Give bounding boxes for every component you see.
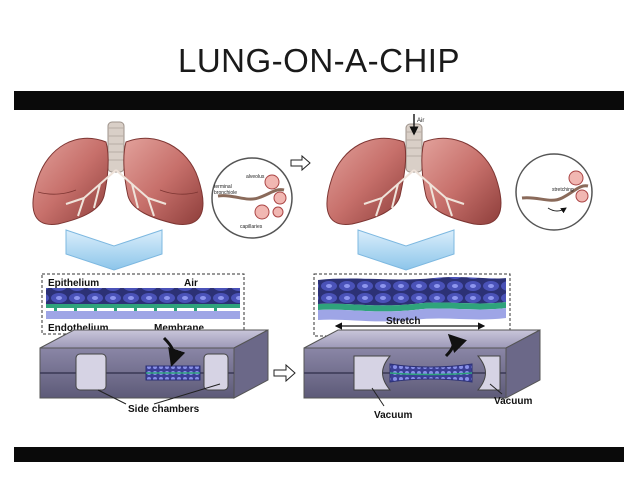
trachea [107,121,125,173]
air-label: Air [184,278,198,289]
alveolus-inset: alveolus terminal bronchiole capillaries [211,157,293,239]
capillaries-label: capillaries [240,224,263,230]
bronchial-tree-2 [363,169,465,217]
epithelium-label: Epithelium [48,278,99,289]
top-black-bar [14,91,624,110]
arrow-right-icon [273,363,296,383]
stretching-inset: stretching [515,153,593,231]
stretching-label: stretching [552,187,574,193]
vacuum-left-label: Vacuum [374,410,412,421]
zoom-arrow-icon-2 [444,333,467,358]
vacuum-right-label: Vacuum [494,396,532,407]
endothelium-label: Endothelium [48,323,109,334]
left-chip-device [39,329,269,399]
lung-on-a-chip-figure: alveolus terminal bronchiole capillaries… [32,114,593,421]
right-lung-lobe-2 [326,137,407,225]
slide-title: LUNG-ON-A-CHIP [177,42,460,79]
left-lungs-illustration [32,121,204,225]
bottom-black-bar [14,447,624,462]
transition-arrow-icon [290,154,311,172]
left-lung-lobe-2 [421,137,502,225]
stretch-label: Stretch [386,316,420,327]
side-chambers-label: Side chambers [128,404,200,415]
chevron-down-icon [65,229,163,271]
chevron-down-icon-2 [357,229,455,271]
right-cell-layer-inset: Stretch [313,273,511,337]
alveolus-label: alveolus [246,174,265,180]
terminal-label: terminal [214,184,232,190]
zoom-arrow-icon [162,336,186,367]
bronchiole-label: bronchiole [214,190,237,196]
left-lung-lobe [123,137,204,225]
right-lungs-illustration: Air [326,114,502,225]
bronchial-tree [65,169,167,217]
right-lung-lobe [32,137,109,225]
left-cell-layer-inset: Epithelium Air Endothelium Membrane [41,273,245,335]
membrane-label: Membrane [154,323,204,334]
air-inflow-label: Air [417,118,424,124]
right-chip-device [303,329,541,399]
